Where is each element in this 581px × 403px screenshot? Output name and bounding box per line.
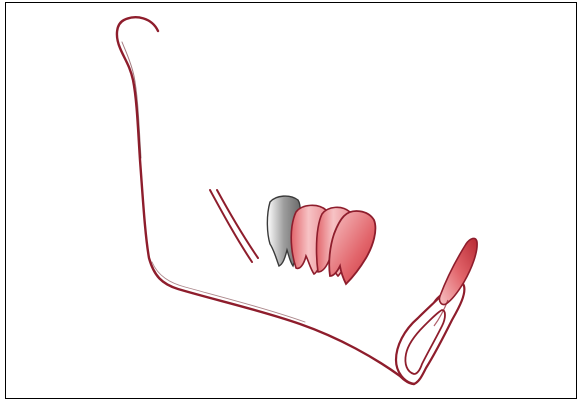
symphysis-inner-canal (405, 310, 445, 374)
alveolar-ridge-strokes (210, 190, 258, 262)
mandible-outline (117, 17, 414, 384)
ridge-stroke-outer (210, 190, 252, 262)
body-inner-line (152, 262, 305, 322)
ridge-stroke-inner (217, 190, 258, 258)
ramus-and-body-outer-line (117, 17, 414, 384)
